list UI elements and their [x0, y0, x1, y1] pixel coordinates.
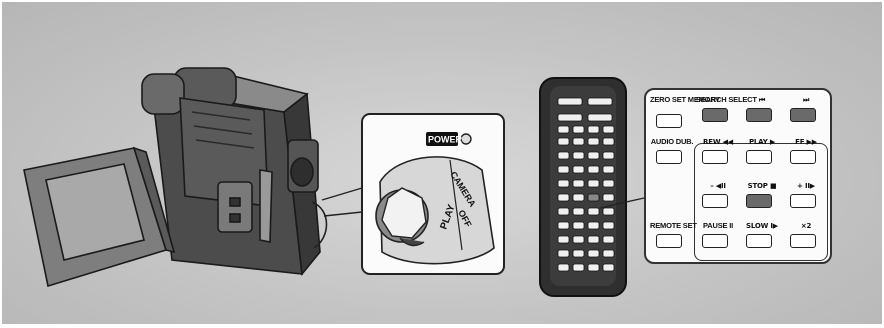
remote-key — [588, 180, 599, 187]
remote-key — [603, 166, 614, 173]
slow-key[interactable] — [746, 234, 772, 248]
remote-key — [558, 98, 582, 105]
remote-key — [603, 180, 614, 187]
remote-key — [588, 98, 612, 105]
remote-key — [603, 194, 614, 201]
remote-set-key[interactable] — [656, 234, 682, 248]
ff-label: FF ▶▶ — [784, 138, 828, 146]
remote-key — [588, 152, 599, 159]
remote-key — [603, 208, 614, 215]
remote-key — [603, 126, 614, 133]
stop-key[interactable] — [746, 194, 772, 208]
slow-label: SLOW I▶ — [740, 222, 784, 230]
remote-key — [603, 264, 614, 271]
remote-key — [588, 114, 612, 121]
remote-key — [588, 236, 599, 243]
remote-key — [573, 222, 584, 229]
pause-key[interactable] — [702, 234, 728, 248]
zero-set-memory-label: ZERO SET MEMORY — [650, 96, 694, 104]
remote-key — [603, 236, 614, 243]
remote-key — [558, 138, 569, 145]
remote-key — [588, 264, 599, 271]
x2-key[interactable] — [790, 234, 816, 248]
search-select-key[interactable] — [702, 108, 728, 122]
remote-key — [573, 126, 584, 133]
skip-forward-key[interactable] — [790, 108, 816, 122]
play-key[interactable] — [746, 150, 772, 164]
remote-key — [573, 152, 584, 159]
frame-back-label: – ◀II — [696, 182, 740, 190]
ff-key[interactable] — [790, 150, 816, 164]
remote-key — [558, 264, 569, 271]
skip-forward-label: ⏭ — [784, 96, 828, 104]
play-label: PLAY ▶ — [740, 138, 784, 146]
lcd-screen — [24, 148, 174, 286]
remote-key — [588, 208, 599, 215]
remote-key — [558, 114, 582, 121]
remote-key — [558, 180, 569, 187]
rew-key[interactable] — [702, 150, 728, 164]
remote-set-label: REMOTE SET — [650, 222, 694, 230]
remote-key — [558, 250, 569, 257]
remote-key — [558, 222, 569, 229]
remote-key — [588, 250, 599, 257]
remote-key — [588, 138, 599, 145]
remote-key — [558, 152, 569, 159]
frame-forward-key[interactable] — [790, 194, 816, 208]
remote-key — [558, 194, 569, 201]
remote-key — [573, 180, 584, 187]
remote-key — [573, 138, 584, 145]
remote-key — [588, 166, 599, 173]
zero-set-memory-key[interactable] — [656, 114, 682, 128]
rew-label: REW ◀◀ — [696, 138, 740, 146]
power-label: POWER — [428, 135, 463, 145]
remote-key — [588, 222, 599, 229]
stop-label: STOP ■ — [740, 182, 784, 190]
remote-key — [573, 194, 584, 201]
search-select-label: SEARCH SELECT — [696, 96, 740, 104]
remote-key — [558, 126, 569, 133]
remote-key — [588, 194, 599, 201]
audio-dub-key[interactable] — [656, 150, 682, 164]
remote-key — [588, 126, 599, 133]
remote-key — [573, 264, 584, 271]
frame-forward-label: + II▶ — [784, 182, 828, 190]
remote-key — [573, 250, 584, 257]
remote-key — [573, 236, 584, 243]
remote-key — [558, 166, 569, 173]
remote-key — [573, 166, 584, 173]
remote-key — [603, 250, 614, 257]
remote-key — [558, 208, 569, 215]
x2-label: ×2 — [784, 222, 828, 230]
frame-back-key[interactable] — [702, 194, 728, 208]
remote-key — [603, 222, 614, 229]
remote-control — [540, 78, 626, 296]
callout-line — [322, 188, 362, 216]
pause-label: PAUSE II — [696, 222, 740, 230]
remote-key — [558, 236, 569, 243]
audio-dub-label: AUDIO DUB. — [650, 138, 694, 146]
skip-back-label: ⏮ — [740, 96, 784, 104]
remote-key — [603, 152, 614, 159]
skip-back-key[interactable] — [746, 108, 772, 122]
remote-key — [603, 138, 614, 145]
remote-key — [573, 208, 584, 215]
